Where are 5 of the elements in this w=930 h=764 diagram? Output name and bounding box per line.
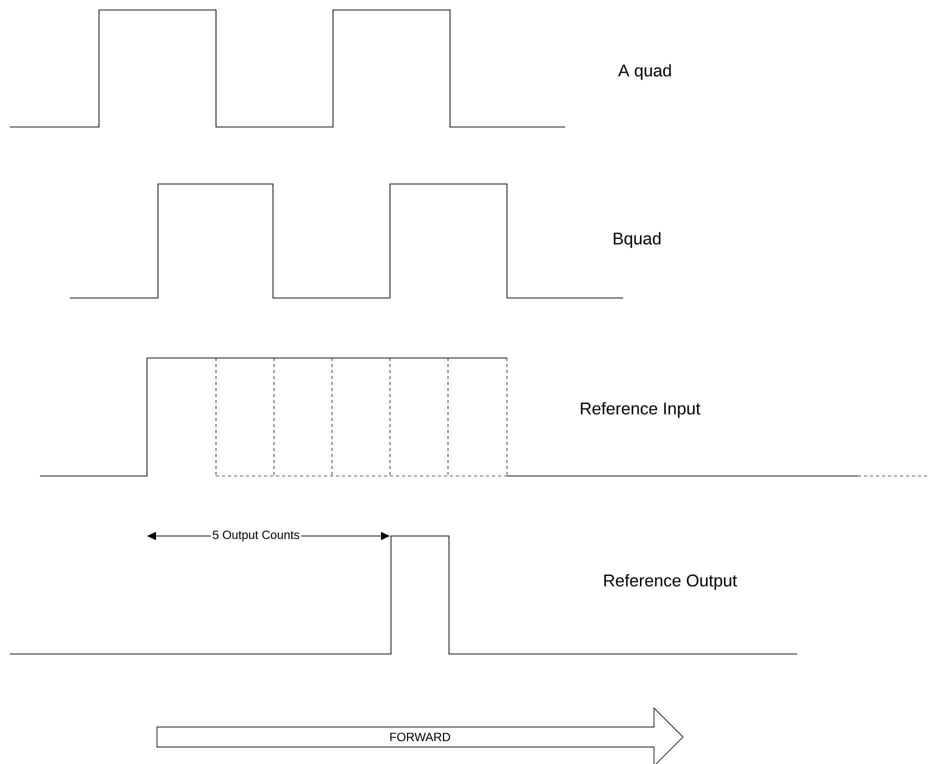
dimension-label: 5 Output Counts [210, 529, 302, 543]
signal-label: Reference Output [604, 574, 737, 590]
signal-label: Bquad [614, 232, 660, 248]
signal-label: Reference Input [580, 402, 700, 418]
signal-label: A quad [618, 64, 671, 80]
